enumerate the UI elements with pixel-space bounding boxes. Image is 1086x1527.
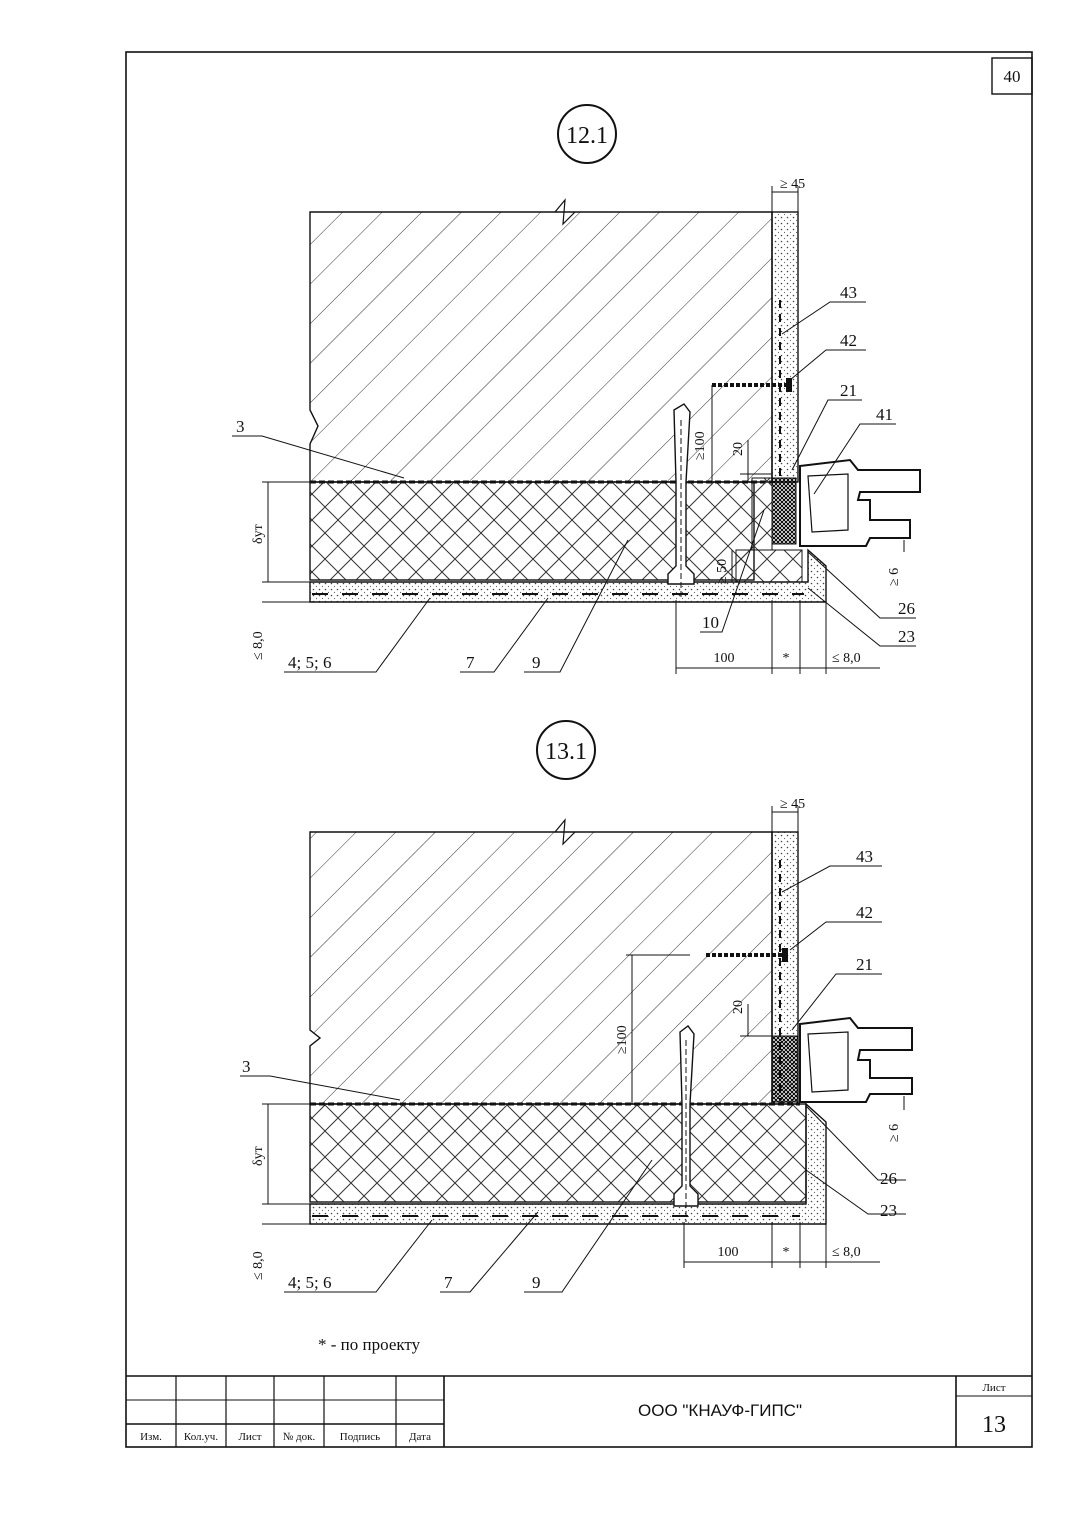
wall-hatch: [309, 831, 773, 1105]
tb-col-izm: Изм.: [140, 1431, 162, 1443]
insulation-layer: [309, 1103, 807, 1203]
reveal-insulation: [751, 477, 773, 551]
callout-21: 21: [856, 955, 873, 974]
window-frame-inner: [807, 473, 849, 533]
dim-delta-text: δут: [251, 1146, 266, 1166]
sealing-tape: [771, 477, 797, 545]
tb-col-kol: Кол.уч.: [184, 1431, 218, 1443]
callout-41: 41: [876, 405, 893, 424]
leader-43: [781, 865, 882, 893]
leader-42: [789, 349, 866, 381]
leader-7: [440, 1211, 539, 1293]
dim-left-8-text: ≤ 8,0: [251, 1251, 266, 1280]
dim-bottom-100-text: 100: [718, 1245, 739, 1260]
dim-20-text: 20: [731, 442, 746, 456]
dim-50-text: ≥ 50: [715, 559, 730, 584]
callout-4-5-6: 4; 5; 6: [288, 1273, 331, 1292]
dim-bottom-100-text: 100: [714, 651, 735, 666]
dim-bottom-star-text: *: [783, 651, 790, 666]
callout-26: 26: [898, 599, 915, 618]
callout-4-5-6: 4; 5; 6: [288, 653, 331, 672]
dim-top-45-text: ≥ 45: [780, 177, 805, 192]
leader-10: [700, 509, 765, 633]
tb-col-date: Дата: [409, 1431, 431, 1443]
insulation-strip-edge: [735, 549, 803, 583]
sheet-frame: [125, 51, 1033, 1448]
callout-26: 26: [880, 1169, 897, 1188]
leader-26: [807, 551, 916, 619]
corner-number-box: [991, 57, 1033, 95]
callout-7: 7: [444, 1273, 453, 1292]
dim-bottom-8-text: ≤ 8,0: [832, 1245, 861, 1260]
callout-7: 7: [466, 653, 475, 672]
leader-21: [791, 399, 862, 471]
callout-43: 43: [840, 283, 857, 302]
tb-col-doc: № док.: [283, 1431, 316, 1443]
window-frame-inner: [807, 1031, 849, 1093]
dim-6-text: ≥ 6: [887, 1124, 902, 1142]
callout-42: 42: [856, 903, 873, 922]
tb-col-list: Лист: [238, 1431, 261, 1443]
corner-number: 40: [1004, 67, 1021, 86]
dim-left-8-text: ≤ 8,0: [251, 631, 266, 660]
callout-23: 23: [880, 1201, 897, 1220]
leader-43: [781, 301, 866, 335]
break-mark: [554, 818, 576, 846]
callout-42: 42: [840, 331, 857, 350]
window-frame: [799, 458, 921, 547]
leader-9: [524, 1159, 653, 1293]
leader-7: [460, 597, 549, 673]
sheet-number: 13: [982, 1412, 1006, 1438]
dim-100-text: ≥100: [693, 431, 708, 460]
callout-21: 21: [840, 381, 857, 400]
leader-456: [284, 597, 431, 673]
screw-head: [786, 378, 792, 392]
callout-9: 9: [532, 1273, 541, 1292]
callout-9: 9: [532, 653, 541, 672]
leader-42: [789, 921, 882, 951]
leader-23: [805, 1169, 906, 1215]
reveal-plaster: [771, 211, 799, 483]
callout-3: 3: [242, 1057, 251, 1076]
detail-marker-circle: [557, 104, 617, 164]
detail-marker-label: 13.1: [545, 739, 587, 765]
dim-delta-text: δут: [251, 524, 266, 544]
leader-9: [524, 539, 629, 673]
callout-10: 10: [702, 613, 719, 632]
detail-marker-circle: [536, 720, 596, 780]
callout-43: 43: [856, 847, 873, 866]
dim-bottom-star-text: *: [783, 1245, 790, 1260]
sealing-tape: [771, 1035, 799, 1103]
dim-20-text: 20: [731, 1000, 746, 1014]
leader-3: [240, 1075, 401, 1101]
detail-12-1: 12.1 ≥ 45 ≥100 20: [232, 104, 921, 674]
leader-41: [813, 423, 896, 495]
callout-23: 23: [898, 627, 915, 646]
title-block: Изм. Кол.уч. Лист № док. Подпись Дата ОО…: [126, 1375, 1032, 1447]
company-name: ООО "КНАУФ-ГИПС": [638, 1401, 802, 1420]
dim-6-text: ≥ 6: [887, 568, 902, 586]
insulation-layer: [309, 481, 755, 581]
leader-3: [232, 435, 405, 479]
leader-21: [791, 973, 882, 1031]
sheet-label: Лист: [982, 1382, 1005, 1394]
footnote: * - по проекту: [318, 1335, 421, 1354]
callout-3: 3: [236, 417, 245, 436]
dim-bottom-8-text: ≤ 8,0: [832, 651, 861, 666]
dim-top-45-text: ≥ 45: [780, 797, 805, 812]
leader-26: [805, 1105, 906, 1181]
leader-23: [807, 587, 916, 647]
leader-456: [284, 1219, 433, 1293]
screw-head: [782, 948, 788, 962]
break-mark: [554, 198, 576, 226]
window-frame: [799, 1016, 913, 1103]
dim-100-text: ≥100: [615, 1025, 630, 1054]
detail-13-1: 13.1 ≥ 45 ≥100 20 ≥ 6 δут ≤ 8,0: [240, 720, 913, 1293]
detail-marker-label: 12.1: [566, 123, 608, 149]
tb-col-sign: Подпись: [340, 1431, 380, 1443]
